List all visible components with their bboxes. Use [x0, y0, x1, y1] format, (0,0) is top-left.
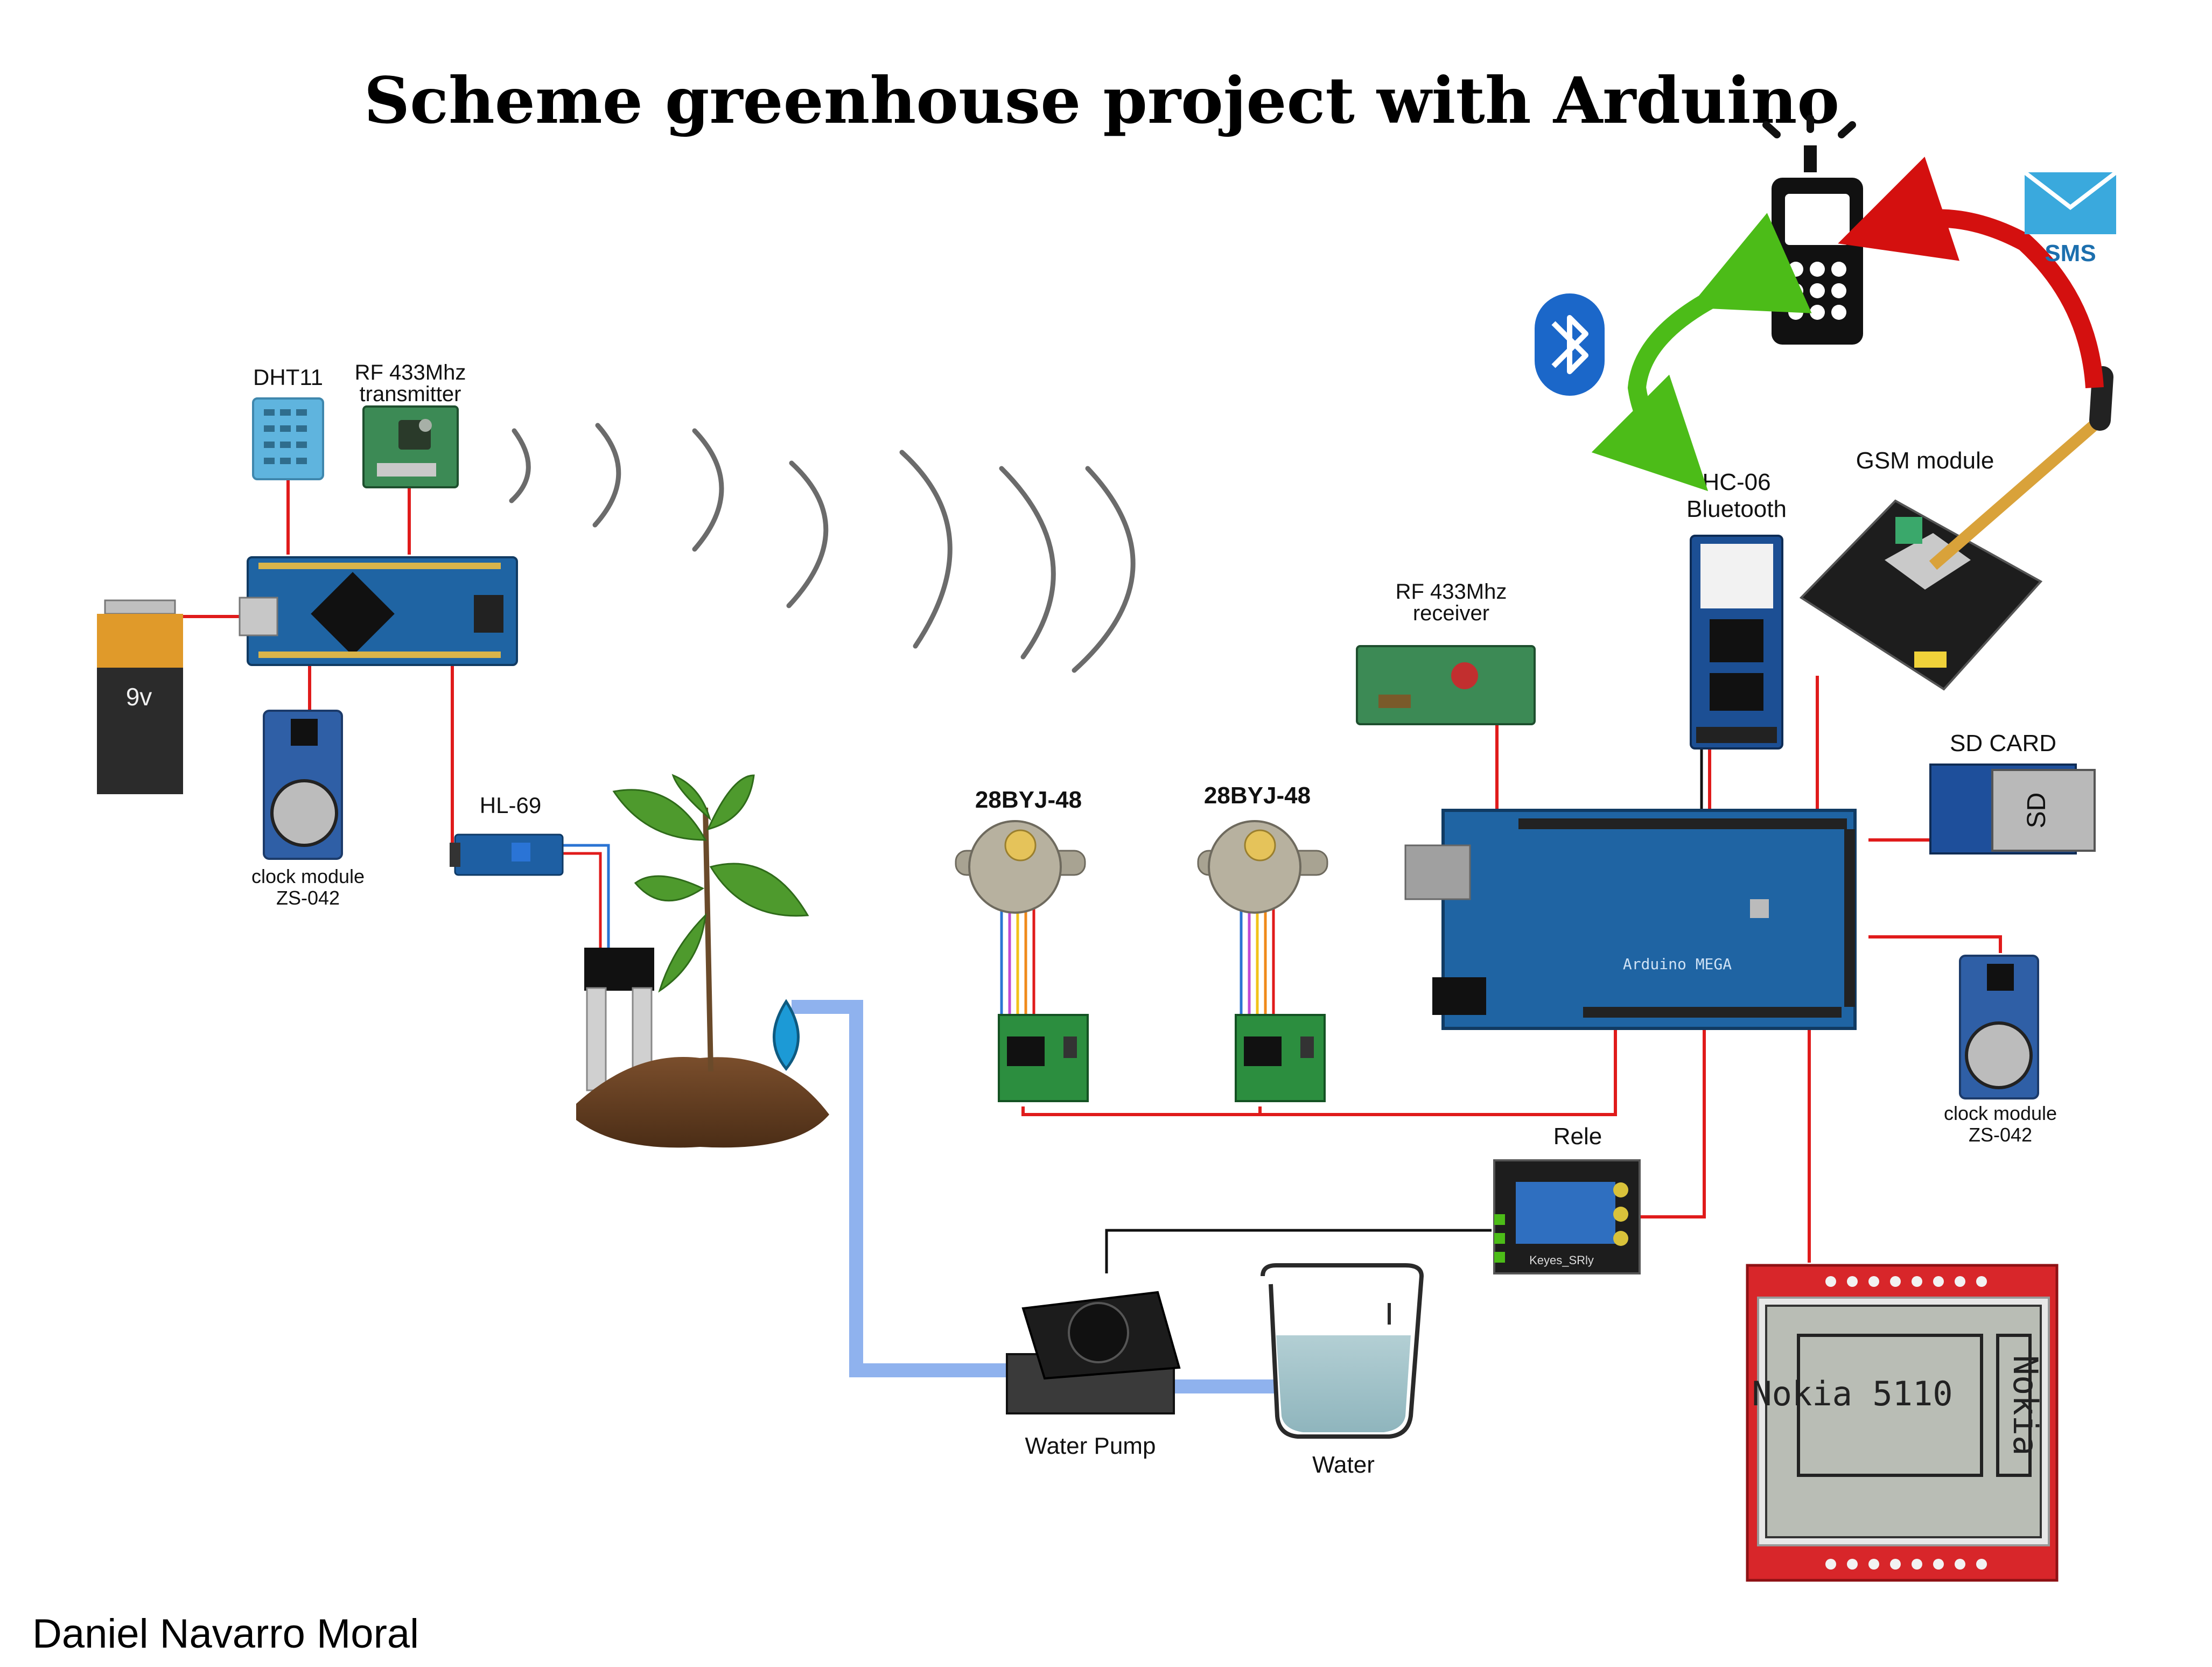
dht11-sensor: [252, 397, 324, 480]
gsm-module: [1799, 366, 2113, 691]
wire-mega-rele: [1626, 1028, 1706, 1218]
sd-card-label: SD CARD: [1950, 730, 2056, 757]
rele-label: Rele: [1553, 1123, 1602, 1150]
stepper1-label: 28BYJ-48: [975, 787, 1082, 813]
stepper-motor-2: [1197, 820, 1328, 914]
rf-transmitter-label-line1: RF 433Mhz: [355, 361, 466, 384]
wires: [178, 479, 2002, 1273]
stepper1-ribbon: [1000, 905, 1035, 1018]
clock-left-label-line2: ZS-042: [276, 887, 340, 909]
wire-hl69-probe-blue: [563, 844, 610, 953]
bluetooth-icon: [1535, 293, 1605, 396]
arduino-mega-board-text: Arduino MEGA: [1623, 955, 1732, 973]
stepper-motor-1: [955, 820, 1086, 914]
diagram-title: Scheme greenhouse project with Arduino: [364, 63, 1839, 138]
plant-in-soil: [576, 774, 829, 1148]
wire-drivers-mega: [1021, 1028, 1617, 1116]
hl69-module: [450, 834, 564, 876]
sms-label: SMS: [2045, 240, 2096, 267]
rf-433-transmitter: [362, 405, 459, 488]
rf-receiver-label-line2: receiver: [1413, 601, 1489, 625]
battery-label: 9v: [126, 683, 152, 711]
wire-rele-pump: [1105, 1229, 1492, 1273]
water-pump: [1006, 1291, 1181, 1414]
author-credit: Daniel Navarro Moral: [32, 1611, 419, 1657]
wire-mega-clock-right: [1868, 935, 2002, 953]
rf-433-receiver: [1356, 645, 1536, 725]
sd-card-chip-text: SD: [2022, 793, 2051, 829]
sms-link-arrow: [1838, 157, 2104, 389]
hl69-label: HL-69: [480, 793, 541, 818]
hc06-label-line2: Bluetooth: [1686, 496, 1787, 522]
clock-module-right: [1959, 955, 2039, 1099]
mobile-phone-icon: [1762, 115, 1863, 345]
stepper-driver-1: [998, 1014, 1089, 1102]
rf-receiver-label-line1: RF 433Mhz: [1396, 580, 1507, 604]
rf-transmitter-label-line2: transmitter: [360, 382, 461, 406]
stepper2-label: 28BYJ-48: [1204, 782, 1311, 809]
clock-right-label-line1: clock module: [1944, 1102, 2057, 1124]
hc06-bluetooth-module: [1690, 535, 1783, 750]
hc06-label-line1: HC-06: [1702, 469, 1770, 495]
gsm-module-label: GSM module: [1856, 447, 1994, 474]
lcd-screen-text: Nokia 5110: [1752, 1374, 1952, 1413]
water-pump-label: Water Pump: [1025, 1433, 1156, 1459]
sms-envelope-icon: [2023, 170, 2118, 234]
water-label: Water: [1312, 1452, 1375, 1478]
relay-module: [1493, 1159, 1641, 1274]
lcd-side-text: Nokia: [2006, 1355, 2045, 1456]
arduino-mega-board: [1404, 809, 1857, 1030]
sd-card-module: [1929, 764, 2096, 854]
water-pipe: [792, 1000, 1276, 1393]
dht11-label: DHT11: [253, 365, 323, 390]
clock-right-label-line2: ZS-042: [1969, 1124, 2032, 1146]
water-drop-icon: [773, 999, 800, 1071]
stepper2-ribbon: [1240, 905, 1275, 1018]
nokia-5110-lcd: [1746, 1264, 2059, 1582]
9v-battery: [97, 599, 183, 794]
wireless-signal-arcs: [509, 423, 1136, 673]
stepper-driver-2: [1235, 1014, 1326, 1102]
water-beaker: [1261, 1263, 1424, 1439]
wire-hl69-probe-red: [563, 852, 602, 953]
bluetooth-link-arrow: [1591, 213, 1812, 492]
clock-module-left: [263, 710, 343, 860]
arduino-nano-board: [239, 556, 518, 666]
clock-left-label-line1: clock module: [251, 865, 365, 887]
relay-chip-text: Keyes_SRly: [1529, 1253, 1594, 1267]
